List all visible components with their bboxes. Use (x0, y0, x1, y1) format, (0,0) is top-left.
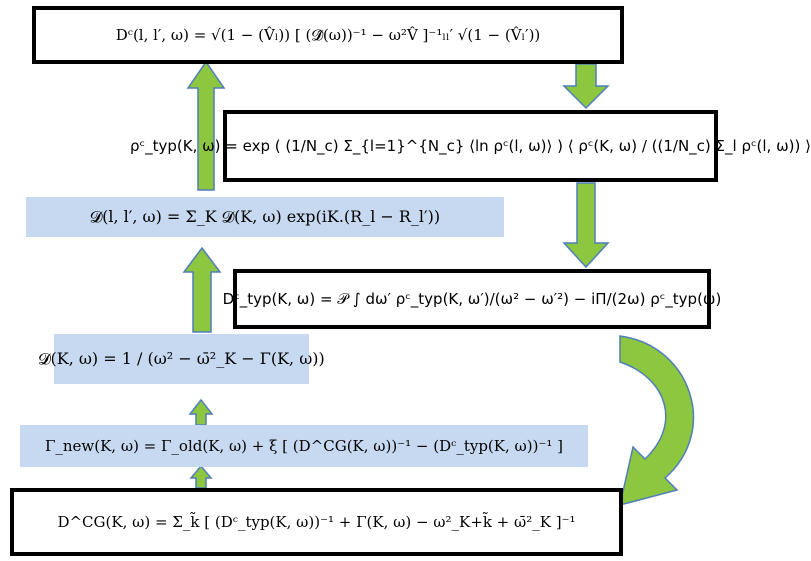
d-k-equation-box: 𝓓(K, ω) = 1 / (ω² − ω̄²_K − Γ(K, ω)) (38, 334, 325, 384)
arrow-down-to-dctyp-box (562, 182, 610, 269)
rho-typ-equation-box: ρᶜ_typ(K, ω) = exp ( (1/N_c) Σ_{l=1}^{N_… (130, 110, 811, 182)
arrows-layer (182, 60, 695, 507)
dc-typ-equation-box: Dᶜ_typ(K, ω) = 𝒫 ∫ dω′ ρᶜ_typ(K, ω′)/(ω²… (223, 269, 721, 329)
rho-typ-equation: ρᶜ_typ(K, ω) = exp ( (1/N_c) Σ_{l=1}^{N_… (130, 136, 811, 155)
curved-arrow-to-dcg-box (618, 335, 695, 507)
d-k-equation: 𝓓(K, ω) = 1 / (ω² − ω̄²_K − Γ(K, ω)) (38, 349, 325, 369)
arrow-down-to-rho-box (562, 63, 610, 110)
dc-full-equation-box: Dᶜ(l, l′, ω) = √(1 − (V̂ₗ)) [ (𝓓̂(ω))⁻¹ … (32, 6, 624, 64)
d-real-space-equation-box: 𝓓(l, l′, ω) = Σ_K 𝓓(K, ω) exp(iK.(R_l − … (26, 197, 504, 237)
gamma-new-equation-box: Γ_new(K, ω) = Γ_old(K, ω) + ξ [ (D^CG(K,… (20, 425, 588, 467)
arrow-up-to-dk-box (188, 398, 214, 426)
arrow-up-to-top-box (186, 60, 226, 191)
dcg-equation: D^CG(K, ω) = Σ_k̃ [ (Dᶜ_typ(K, ω))⁻¹ + Γ… (57, 512, 576, 531)
arrow-up-to-gamma-box (189, 464, 213, 489)
dc-typ-equation: Dᶜ_typ(K, ω) = 𝒫 ∫ dω′ ρᶜ_typ(K, ω′)/(ω²… (222, 289, 722, 308)
arrow-up-to-real-space (182, 246, 222, 333)
dcg-equation-box: D^CG(K, ω) = Σ_k̃ [ (Dᶜ_typ(K, ω))⁻¹ + Γ… (10, 488, 623, 556)
d-real-space-equation: 𝓓(l, l′, ω) = Σ_K 𝓓(K, ω) exp(iK.(R_l − … (89, 207, 441, 227)
gamma-new-equation: Γ_new(K, ω) = Γ_old(K, ω) + ξ [ (D^CG(K,… (44, 436, 564, 455)
dc-full-equation: Dᶜ(l, l′, ω) = √(1 − (V̂ₗ)) [ (𝓓̂(ω))⁻¹ … (115, 25, 541, 44)
